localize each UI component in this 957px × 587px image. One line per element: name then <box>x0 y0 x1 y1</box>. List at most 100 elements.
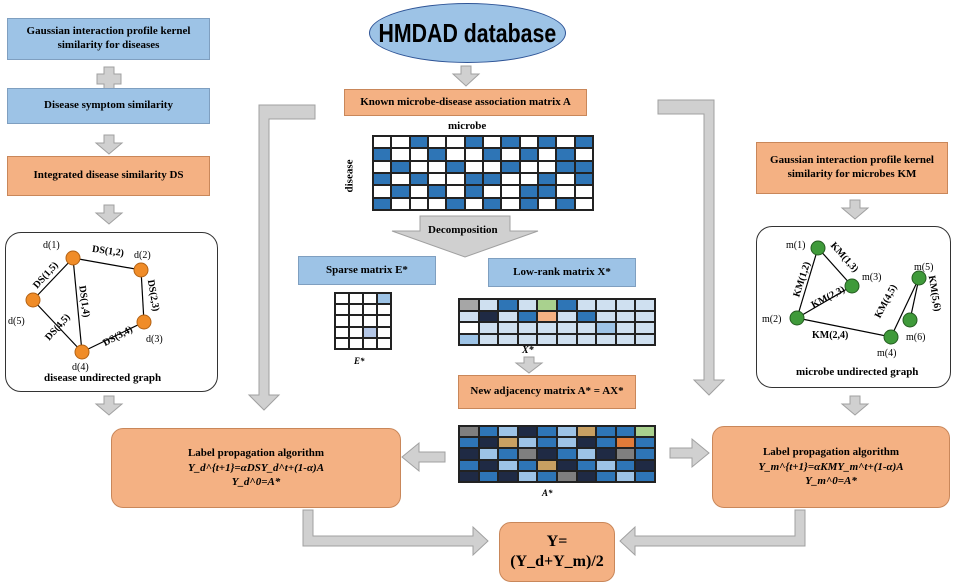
matrix-cell <box>335 304 349 316</box>
matrix-cell <box>576 459 597 471</box>
known-association-matrix <box>372 135 594 211</box>
matrix-cell <box>363 293 377 305</box>
matrix-cell <box>464 197 483 210</box>
matrix-cell <box>556 160 575 173</box>
matrix-cell <box>635 448 655 460</box>
matrix-cell <box>428 136 447 149</box>
matrix-cell <box>483 148 502 161</box>
microbe-node-label-2: m(2) <box>762 314 782 325</box>
matrix-cell <box>373 136 392 149</box>
matrix-cell <box>363 304 377 316</box>
lowrank-matrix-grid <box>458 298 656 346</box>
matrix-cell <box>409 160 428 173</box>
disease-node-label-3: d(3) <box>146 334 163 345</box>
matrix-cell <box>501 148 520 161</box>
matrix-cell <box>409 148 428 161</box>
lowrank-matrix-label: X* <box>522 345 534 356</box>
matrix-cell <box>635 437 655 449</box>
right-label-propagation-box: Label propagation algorithm Y_m^{t+1}=αK… <box>712 426 950 508</box>
matrix-cell <box>498 333 518 345</box>
left-lp-eq1: Y_d^{t+1}=αDSY_d^t+(1-α)A <box>188 461 324 476</box>
matrix-cell <box>537 470 557 482</box>
microbe-node-label-5: m(5) <box>914 262 934 273</box>
matrix-cell <box>349 337 363 349</box>
matrix-cell <box>537 333 557 345</box>
matrix-cell <box>498 448 518 460</box>
matrix-cell <box>574 197 593 210</box>
matrix-cell <box>483 136 502 149</box>
left-lp-eq2: Y_d^0=A* <box>231 476 281 489</box>
matrix-cell <box>349 293 363 305</box>
new-adjacency-matrix <box>458 425 656 483</box>
matrix-cell <box>576 470 597 482</box>
matrix-cell <box>464 136 483 149</box>
matrix-cell <box>373 172 392 186</box>
matrix-cell <box>478 333 499 345</box>
matrix-cell <box>537 437 557 449</box>
matrix-cell <box>483 160 502 173</box>
matrix-cell <box>576 322 597 334</box>
matrix-cell <box>478 310 499 322</box>
matrix-cell <box>615 426 636 438</box>
matrix-cell <box>464 148 483 161</box>
matrix-cell <box>517 470 538 482</box>
decomposition-label: Decomposition <box>428 224 498 236</box>
left-lp-eq1-text: Y_d^{t+1}=αDSY_d^t+(1-α)A <box>187 461 325 474</box>
matrix-cell <box>459 299 479 311</box>
matrix-cell <box>409 197 428 210</box>
gip-microbe-box: Gaussian interaction profile kernel simi… <box>756 142 948 194</box>
matrix-cell <box>446 172 465 186</box>
matrix-cell <box>459 322 479 334</box>
matrix-cell <box>635 310 655 322</box>
matrix-cell <box>517 322 538 334</box>
matrix-cell <box>517 299 538 311</box>
matrix-cell <box>557 333 577 345</box>
microbe-edge-label-24: KM(2,4) <box>812 330 849 341</box>
matrix-cell <box>377 326 391 338</box>
matrix-cell <box>483 185 502 198</box>
matrix-cell <box>349 315 363 327</box>
decomposition-arrow <box>391 215 539 258</box>
matrix-cell <box>537 426 557 438</box>
matrix-cell <box>464 160 483 173</box>
matrix-cell <box>409 185 428 198</box>
matrix-cell <box>538 136 557 149</box>
microbe-node-label-1: m(1) <box>786 240 806 251</box>
arrow-to-right-lp <box>669 437 710 469</box>
integrated-similarity-box: Integrated disease similarity DS <box>7 156 210 196</box>
matrix-cell <box>596 426 616 438</box>
final-formula-box: Y=(Y_d+Y_m)/2 <box>499 522 615 582</box>
matrix-cell <box>596 437 616 449</box>
matrix-cell <box>377 293 391 305</box>
matrix-cell <box>459 448 479 460</box>
matrix-cell <box>428 172 447 186</box>
matrix-cell <box>498 322 518 334</box>
microbe-graph-caption: microbe undirected graph <box>796 366 919 378</box>
matrix-cell <box>574 148 593 161</box>
matrix-cell <box>446 197 465 210</box>
matrix-cell <box>517 437 538 449</box>
matrix-cell <box>596 459 616 471</box>
matrix-cell <box>635 299 655 311</box>
matrix-cell <box>446 136 465 149</box>
arrow-bottom-left <box>302 509 489 557</box>
matrix-cell <box>596 310 616 322</box>
matrix-cell <box>478 299 499 311</box>
matrix-cell <box>373 148 392 161</box>
matrix-cell <box>538 185 557 198</box>
matrix-cell <box>391 160 410 173</box>
new-adjacency-label: A* <box>542 488 553 498</box>
lowrank-matrix-box: Low-rank matrix X* <box>488 258 636 287</box>
arrow-center-top <box>451 65 481 87</box>
matrix-cell <box>615 437 636 449</box>
matrix-cell <box>363 315 377 327</box>
right-lp-eq1: Y_m^{t+1}=αKMY_m^t+(1-α)A <box>758 460 904 473</box>
arrow-left-3 <box>94 395 124 416</box>
matrix-cell <box>391 197 410 210</box>
matrix-cell <box>335 337 349 349</box>
matrix-cell <box>391 172 410 186</box>
matrix-cell <box>446 148 465 161</box>
matrix-cell <box>483 197 502 210</box>
matrix-cell <box>478 448 499 460</box>
